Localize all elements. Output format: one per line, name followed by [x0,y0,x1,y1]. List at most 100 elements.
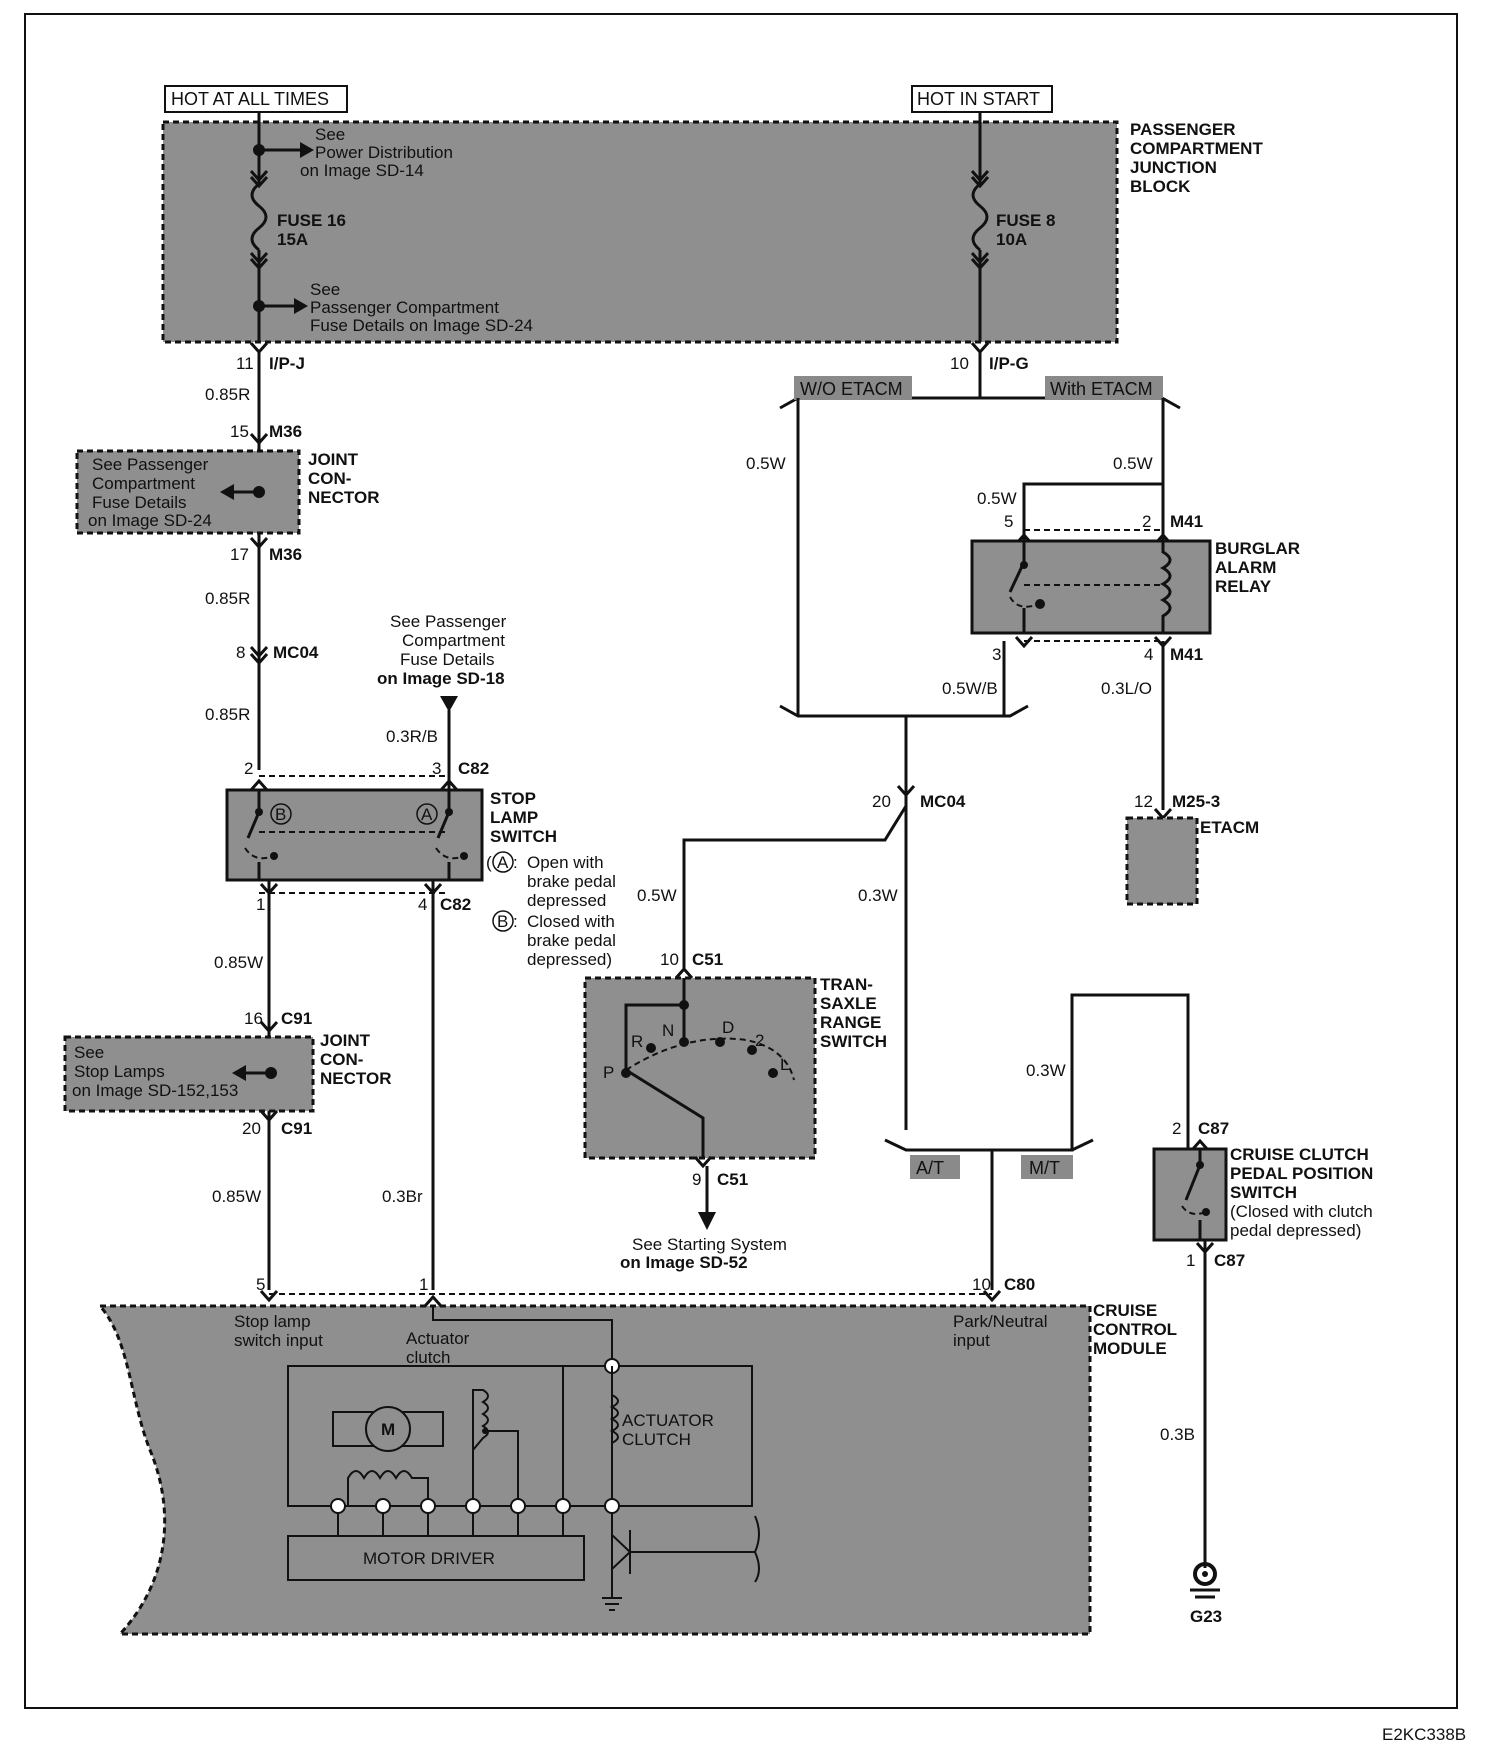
stop-lamp-b-letter: B [275,805,286,824]
svg-text:on Image SD-18: on Image SD-18 [377,669,505,688]
svg-text:15A: 15A [277,230,308,249]
transaxle-range-switch [583,976,817,1160]
svg-text:pedal depressed): pedal depressed) [1230,1221,1361,1240]
m25-pin: 12 [1134,792,1153,811]
m25-connector: M25-3 [1172,792,1220,811]
wire-label-05wb: 0.5W/B [942,679,998,698]
mc04-b-pin: 20 [872,792,891,811]
m36-bot-pin: 17 [230,545,249,564]
svg-text:Actuator: Actuator [406,1329,470,1348]
motor-driver [287,1535,585,1581]
svg-text:depressed: depressed [527,891,606,910]
c82-2-pin: 2 [244,759,253,778]
svg-text:(: ( [486,853,492,872]
motor-label: M [381,1420,395,1439]
m36-top-pin: 15 [230,422,249,441]
stop-lamp-b-contact [270,803,292,825]
motor-symbol [365,1406,411,1452]
svg-text:Stop Lamps: Stop Lamps [74,1062,165,1081]
cruise-control-module [96,1304,1092,1636]
wire-label-085r-3: 0.85R [205,705,250,724]
svg-text:Open with: Open with [527,853,604,872]
module-title: CRUISE CONTROL MODULE [1093,1301,1177,1358]
transaxle-positions: P R N D 2 L [603,1018,789,1082]
transistor [611,1513,760,1598]
svg-text:CRUISE CLUTCH: CRUISE CLUTCH [1230,1145,1369,1164]
at-mt-bar [884,1138,1094,1152]
svg-text:CLUTCH: CLUTCH [622,1430,691,1449]
fuse-16-symbol [250,182,268,252]
svg-text:Passenger Compartment: Passenger Compartment [310,298,499,317]
svg-text:clutch: clutch [406,1348,450,1367]
svg-text:Stop lamp: Stop lamp [234,1312,311,1331]
c51-10-pin: 10 [660,950,679,969]
m41-3-pin: 3 [992,645,1001,664]
svg-text:Fuse Details: Fuse Details [400,650,494,669]
m36-top-connector: M36 [269,422,302,441]
svg-text:Fuse Details on Image SD-24: Fuse Details on Image SD-24 [310,316,533,335]
svg-text:on Image SD-24: on Image SD-24 [88,511,212,530]
svg-text:COMPARTMENT: COMPARTMENT [1130,139,1263,158]
stop-lamp-a-letter: A [421,805,433,824]
svg-text:brake pedal: brake pedal [527,872,616,891]
svg-text::: : [513,912,518,931]
svg-text:2: 2 [755,1031,764,1050]
svg-text:CONTROL: CONTROL [1093,1320,1177,1339]
cruise-clutch-switch [1152,1147,1228,1242]
mc04-b-connector: MC04 [920,792,966,811]
merge-bar [779,704,1029,718]
svg-text:N: N [662,1021,674,1040]
ground-g23 [1190,1562,1220,1599]
svg-text:ALARM: ALARM [1215,558,1276,577]
m41-4-pin: 4 [1144,645,1153,664]
see-fuse-details-note: See Passenger Compartment Fuse Details o… [310,280,533,335]
svg-text:on Image SD-52: on Image SD-52 [620,1253,748,1272]
mc04-a-pin: 8 [236,643,245,662]
wire-label-05w-relay: 0.5W [977,489,1017,508]
svg-text:NECTOR: NECTOR [320,1069,391,1088]
see-power-distribution-note: See Power Distribution on Image SD-14 [300,125,453,180]
relay-coil [1159,541,1172,633]
svg-text:NECTOR: NECTOR [308,488,379,507]
svg-text:A/T: A/T [916,1158,944,1178]
m41-5-pin: 5 [1004,512,1013,531]
svg-text:See Passenger: See Passenger [92,455,209,474]
svg-text:Compartment: Compartment [92,474,195,493]
c82-4-pin: 4 [418,895,427,914]
wire-05w-relay-loop [1022,482,1165,544]
svg-text:SWITCH: SWITCH [1230,1183,1297,1202]
c91-16-connector: C91 [281,1009,312,1028]
svg-text:ACTUATOR: ACTUATOR [622,1411,714,1430]
cm-1-pin: 1 [419,1275,428,1294]
svg-text:See: See [315,125,345,144]
c51-10-connector: C51 [692,950,723,969]
stop-lamp-input-label: Stop lamp switch input [234,1312,323,1350]
fuse-16-label: FUSE 16 15A [277,211,346,249]
junction-block-title: PASSENGER COMPARTMENT JUNCTION BLOCK [1130,120,1263,196]
etacm-title: ETACM [1200,818,1259,837]
svg-text:input: input [953,1331,990,1350]
svg-text:brake pedal: brake pedal [527,931,616,950]
svg-text:BURGLAR: BURGLAR [1215,539,1300,558]
m36-bot-connector: M36 [269,545,302,564]
cm-10-connector: C80 [1004,1275,1035,1294]
svg-text:depressed): depressed) [527,950,612,969]
svg-text:A: A [497,853,509,872]
wire-label-085w-1: 0.85W [214,953,263,972]
svg-text:R: R [631,1032,643,1051]
fuse-8-label: FUSE 8 10A [996,211,1056,249]
driver-terminals [330,1498,620,1514]
svg-text:CON-: CON- [308,469,351,488]
ipj-connector: I/P-J [269,354,305,373]
wire-label-03lo: 0.3L/O [1101,679,1152,698]
c87-1-connector: C87 [1214,1251,1245,1270]
svg-text:JOINT: JOINT [308,450,359,469]
c91-16-pin: 16 [244,1009,263,1028]
ipg-pin: 10 [950,354,969,373]
svg-text:CON-: CON- [320,1050,363,1069]
wire-label-085r-2: 0.85R [205,589,250,608]
at-tag [910,1155,960,1179]
joint-2-title: JOINT CON- NECTOR [320,1031,391,1088]
svg-text:STOP: STOP [490,789,536,808]
